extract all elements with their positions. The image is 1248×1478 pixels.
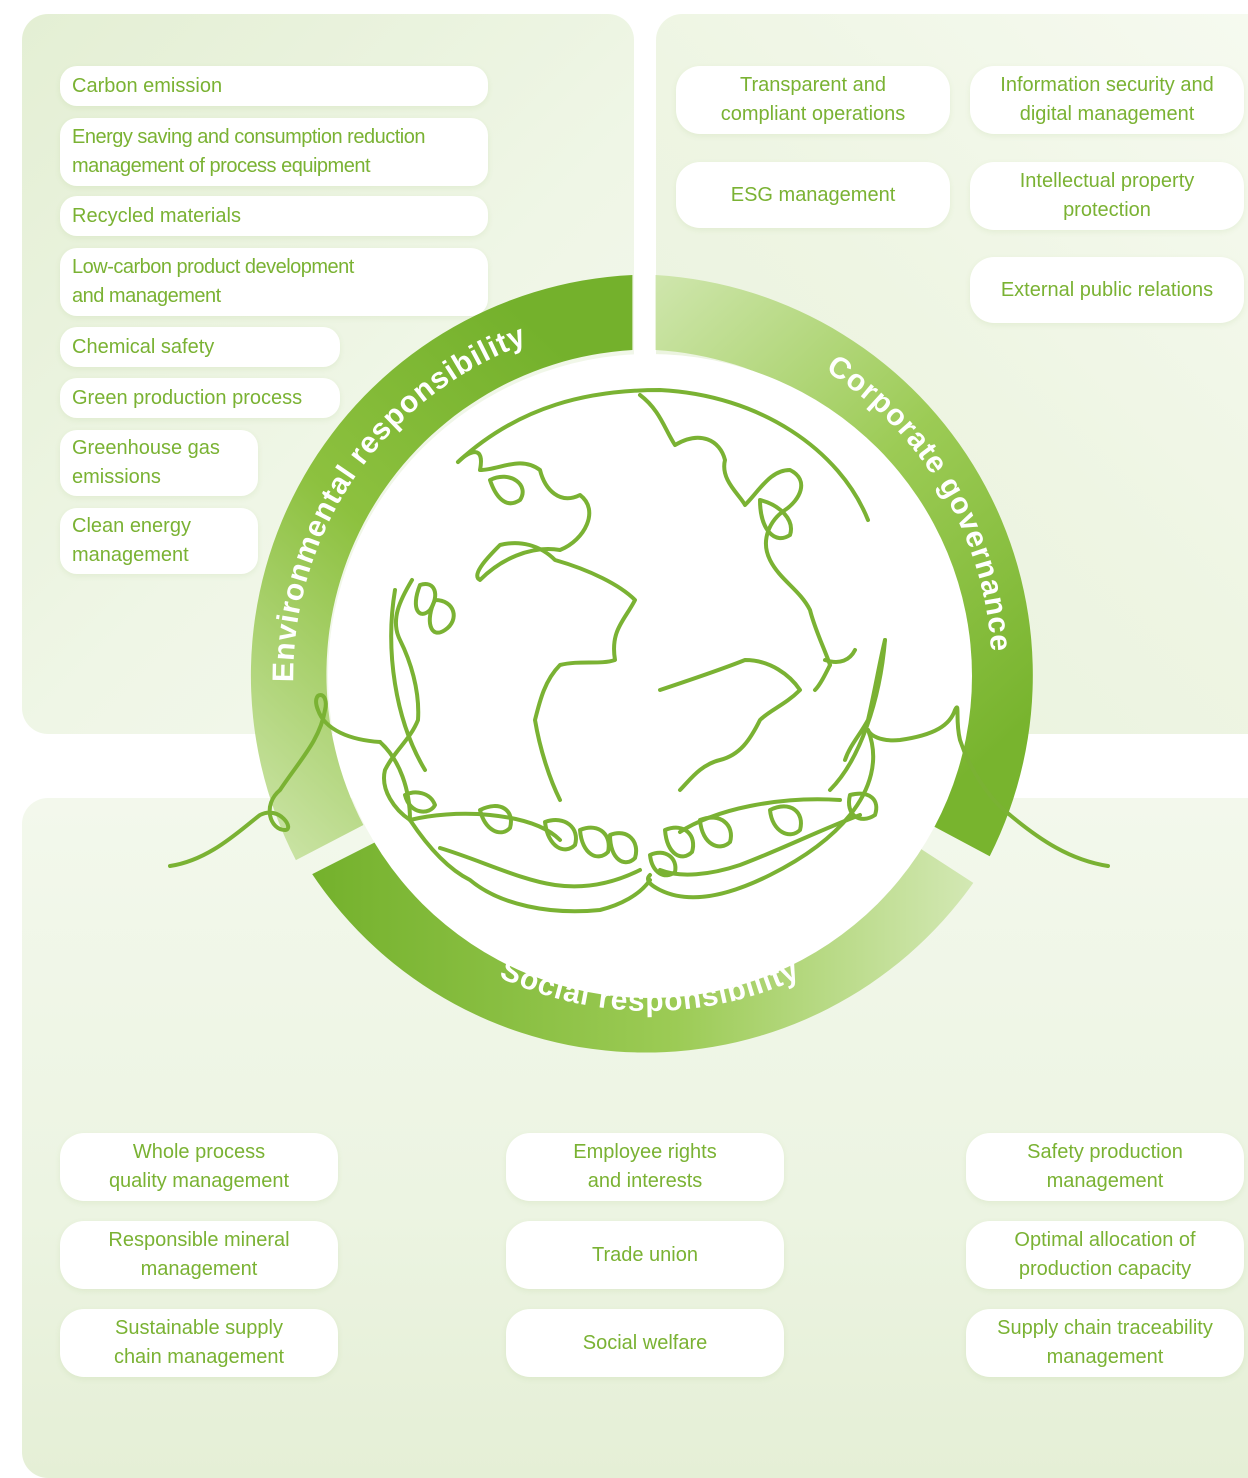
env-topic-label: Clean energy management: [72, 515, 191, 566]
soc-topic-label: Whole process quality management: [108, 1141, 290, 1192]
env-topic-low-carbon-product: Low-carbon product development and manag…: [60, 248, 488, 316]
env-topic-label: Carbon emission: [72, 74, 223, 97]
soc-topic-quality-management: Whole process quality management: [60, 1133, 338, 1201]
gov-topic-label: Intellectual property protection: [1019, 170, 1195, 221]
soc-topic-sustainable-supply-chain: Sustainable supply chain management: [60, 1309, 338, 1377]
gov-topic-information-security: Information security and digital managem…: [970, 66, 1244, 134]
soc-topic-label: Social welfare: [582, 1331, 708, 1354]
soc-topic-label: Optimal allocation of production capacit…: [1014, 1229, 1196, 1280]
soc-topic-label: Supply chain traceability management: [997, 1317, 1213, 1368]
env-topic-green-production: Green production process: [60, 378, 340, 418]
env-topic-label: Energy saving and consumption reduction …: [72, 126, 425, 177]
gov-topic-external-relations: External public relations: [970, 257, 1244, 323]
env-topic-label: Low-carbon product development and manag…: [72, 256, 354, 307]
env-topic-carbon-emission: Carbon emission: [60, 66, 488, 106]
gov-topic-transparent-operations: Transparent and compliant operations: [676, 66, 950, 134]
soc-topic-label: Safety production management: [1027, 1141, 1183, 1192]
env-topic-label: Green production process: [72, 386, 303, 409]
soc-topic-social-welfare: Social welfare: [506, 1309, 784, 1377]
env-topic-label: Greenhouse gas emissions: [72, 437, 220, 488]
gov-topic-esg-management: ESG management: [676, 162, 950, 228]
soc-topic-responsible-mineral: Responsible mineral management: [60, 1221, 338, 1289]
gov-topic-label: External public relations: [1000, 278, 1214, 301]
soc-topic-supply-chain-traceability: Supply chain traceability management: [966, 1309, 1244, 1377]
gov-topic-label: ESG management: [730, 183, 896, 206]
soc-topic-label: Employee rights and interests: [573, 1141, 717, 1192]
env-topic-clean-energy: Clean energy management: [60, 508, 258, 574]
soc-topic-trade-union: Trade union: [506, 1221, 784, 1289]
gov-topic-label: Information security and digital managem…: [1000, 74, 1214, 125]
env-topic-chemical-safety: Chemical safety: [60, 327, 340, 367]
env-topic-label: Recycled materials: [72, 204, 241, 227]
soc-topic-label: Sustainable supply chain management: [113, 1317, 285, 1368]
soc-topic-safety-production: Safety production management: [966, 1133, 1244, 1201]
soc-topic-capacity-allocation: Optimal allocation of production capacit…: [966, 1221, 1244, 1289]
gov-topic-intellectual-property: Intellectual property protection: [970, 162, 1244, 230]
env-topic-greenhouse-gas: Greenhouse gas emissions: [60, 430, 258, 496]
soc-topic-label: Trade union: [592, 1243, 698, 1266]
gov-topic-label: Transparent and compliant operations: [720, 74, 906, 125]
soc-topic-label: Responsible mineral management: [108, 1229, 290, 1280]
env-topic-label: Chemical safety: [72, 335, 215, 358]
env-topic-energy-saving: Energy saving and consumption reduction …: [60, 118, 488, 186]
env-topic-recycled-materials: Recycled materials: [60, 196, 488, 236]
soc-topic-employee-rights: Employee rights and interests: [506, 1133, 784, 1201]
